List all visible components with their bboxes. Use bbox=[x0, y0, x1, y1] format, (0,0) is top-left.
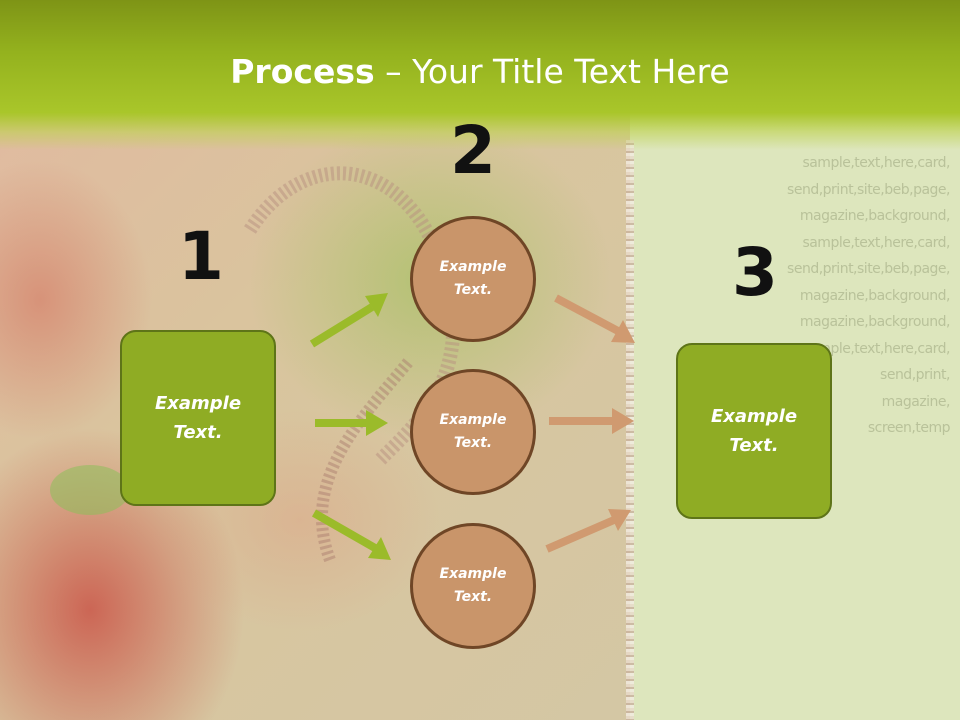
circle-middle-label: Example Text. bbox=[439, 412, 507, 451]
circle-top-label: Example Text. bbox=[439, 259, 507, 298]
green-arrow-down bbox=[312, 509, 391, 560]
watermark-text: sample,text,here,card, send,print,site,be… bbox=[640, 150, 950, 442]
step-number-2: 2 bbox=[450, 112, 496, 189]
right-box: Example Text. bbox=[676, 343, 832, 519]
tan-arrow-down bbox=[554, 294, 635, 343]
watermark-line: magazine,background, bbox=[799, 287, 951, 304]
step-number-1: 1 bbox=[178, 218, 224, 295]
circle-top: Example Text. bbox=[410, 216, 536, 342]
watermark-line: sample,text,here,card, bbox=[802, 340, 950, 357]
watermark-line: sample,text,here,card, bbox=[802, 155, 950, 171]
title-bold: Process bbox=[230, 52, 375, 91]
watermark-line: magazine,background, bbox=[799, 314, 951, 330]
circle-bottom: Example Text. bbox=[410, 523, 536, 649]
watermark-line: send,print,site,beb,page, bbox=[787, 261, 950, 277]
slide-title: Process – Your Title Text Here bbox=[0, 52, 960, 91]
watermark-line: magazine,background, bbox=[799, 208, 951, 224]
right-box-label: Example Text. bbox=[710, 406, 798, 456]
circle-bottom-label: Example Text. bbox=[439, 566, 507, 605]
left-box-label: Example Text. bbox=[154, 393, 242, 443]
step-number-3: 3 bbox=[732, 234, 778, 311]
panel-divider bbox=[626, 140, 634, 720]
watermark-line: send,print,site,beb,page, bbox=[787, 181, 950, 198]
title-bar bbox=[0, 0, 960, 150]
tan-arrow-up bbox=[545, 509, 631, 553]
watermark-line: screen,temp bbox=[867, 420, 951, 436]
watermark-line: sample,text,here,card, bbox=[802, 234, 950, 251]
green-arrow-up bbox=[309, 293, 388, 348]
circle-middle: Example Text. bbox=[410, 369, 536, 495]
watermark-line: magazine, bbox=[881, 393, 951, 410]
tan-arrow-middle bbox=[549, 408, 634, 434]
watermark-line: send,print, bbox=[880, 367, 950, 383]
title-rest: – Your Title Text Here bbox=[374, 52, 730, 91]
green-arrow-middle bbox=[315, 410, 388, 436]
left-box: Example Text. bbox=[120, 330, 276, 506]
